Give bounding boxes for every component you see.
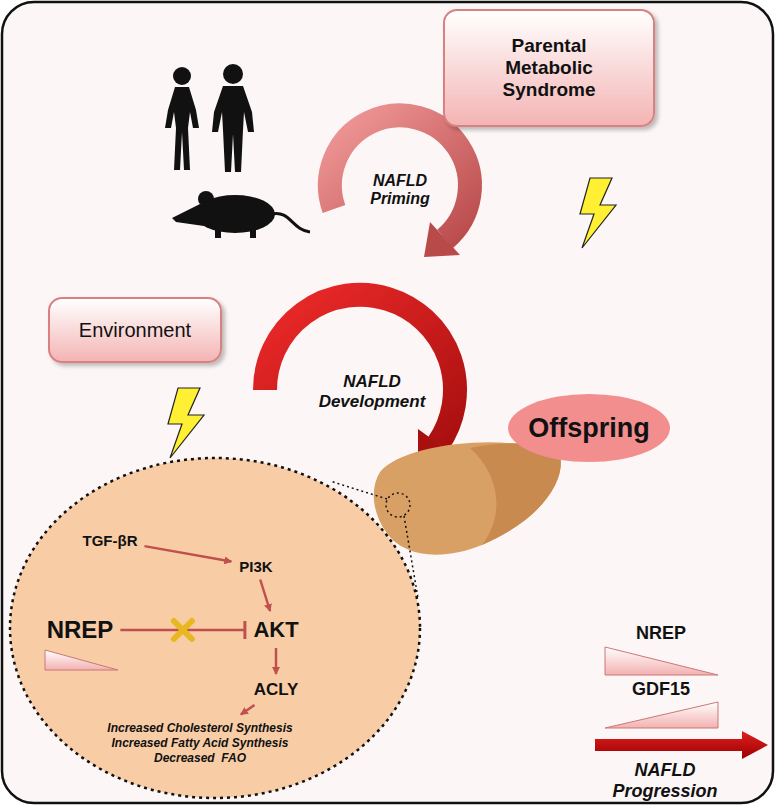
- text-label: NAFLD Progression: [603, 760, 727, 801]
- source-box: Parental Metabolic Syndrome: [443, 9, 655, 127]
- zoom-circle: [10, 458, 420, 798]
- liver: [374, 442, 561, 554]
- lightning-bolt: [580, 178, 616, 248]
- zoom-line: [404, 516, 418, 598]
- arrow-connector: [144, 546, 231, 561]
- mouse-silhouette: [172, 191, 310, 238]
- node-text: Parental Metabolic Syndrome: [474, 35, 624, 101]
- node-text: Offspring: [528, 413, 650, 444]
- blocked-x: [174, 621, 192, 639]
- progression-arrow: [595, 731, 768, 759]
- pathway-node: PI3K: [235, 556, 276, 577]
- text-label: NAFLD Development: [316, 372, 428, 411]
- node-text: ACLY: [254, 680, 299, 700]
- liver-lobe: [470, 443, 561, 545]
- gdf15-increase-wedge: [605, 702, 718, 728]
- pathway-node: AKT: [249, 615, 302, 645]
- node-text: Increased Fatty Acid Synthesis: [112, 736, 289, 751]
- nrep-decrease-wedge: [45, 650, 118, 670]
- priming-arrowhead: [424, 222, 460, 257]
- text-label: NREP: [636, 623, 686, 644]
- node-text: NREP: [47, 616, 114, 644]
- arrow-connector: [260, 580, 270, 612]
- source-box: Environment: [48, 297, 222, 363]
- node-text: PI3K: [239, 558, 272, 575]
- zoom-line: [330, 481, 387, 499]
- node-text: Increased Cholesterol Synthesis: [107, 721, 292, 736]
- development-arc: [265, 295, 455, 444]
- human-silhouettes: [165, 64, 254, 172]
- nrep-decrease-wedge: [605, 647, 718, 675]
- outcome-text: Increased Cholesterol SynthesisIncreased…: [103, 719, 296, 768]
- node-text: TGF-βR: [83, 532, 138, 549]
- text-label: NAFLD Priming: [360, 172, 440, 209]
- arrow-connector: [275, 648, 278, 674]
- node-text: AKT: [253, 617, 298, 643]
- pathway-node: ACLY: [250, 678, 303, 702]
- pathway-node: TGF-βR: [79, 530, 142, 551]
- zoom-spot: [386, 493, 410, 517]
- lightning-bolt: [168, 388, 204, 458]
- priming-arc: [330, 115, 470, 239]
- offspring-ellipse: Offspring: [508, 394, 670, 462]
- node-text: Decreased FAO: [154, 751, 246, 766]
- pathway-node: NREP: [43, 614, 118, 646]
- node-text: Environment: [79, 319, 191, 342]
- text-label: GDF15: [632, 679, 690, 700]
- arrow-connector: [241, 705, 255, 715]
